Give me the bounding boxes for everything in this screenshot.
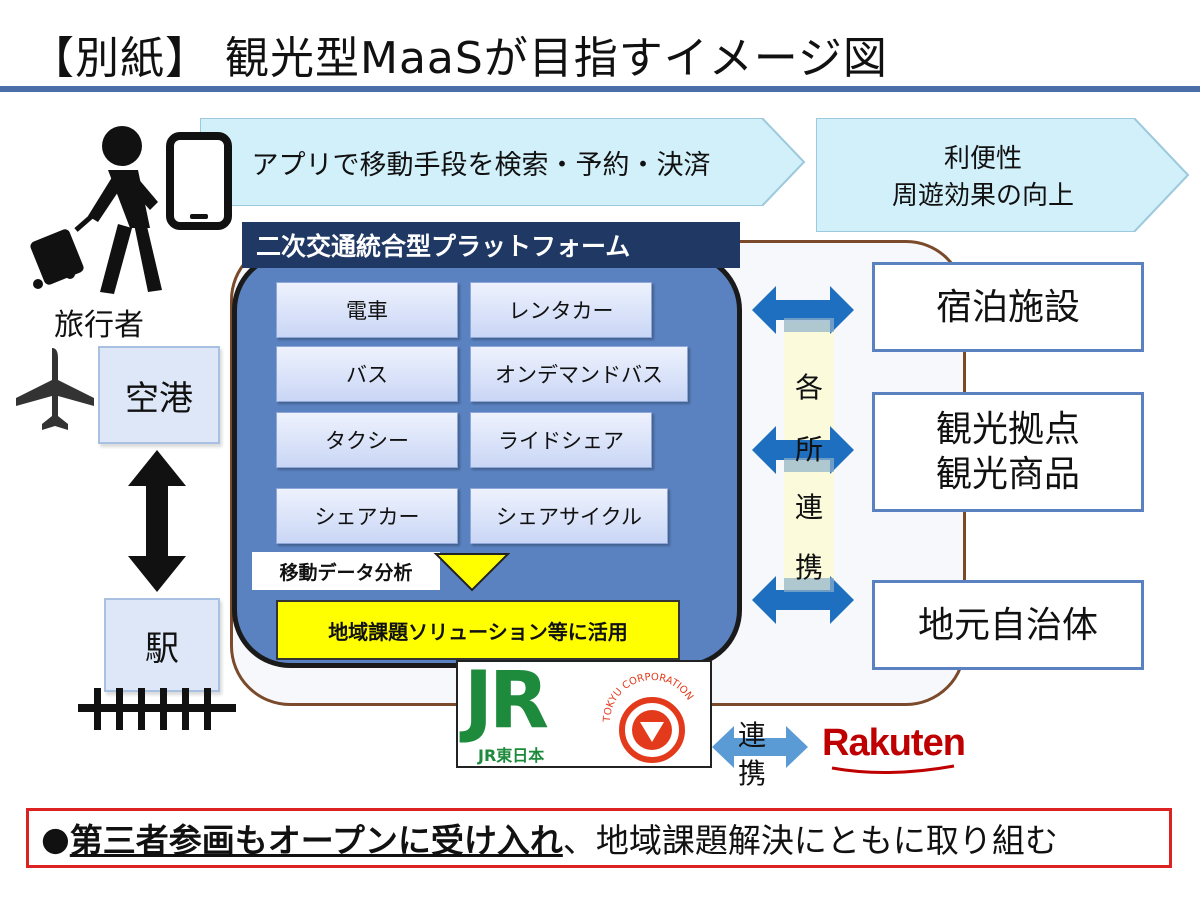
footer-rest: 、地域課題解決にともに取り組む [562, 821, 1058, 860]
municipality-box: 地元自治体 [872, 580, 1144, 670]
tokyu-logo: TOKYU CORPORATION [602, 672, 695, 763]
title-divider [0, 86, 1200, 92]
mode-ride-share: ライドシェア [470, 412, 652, 468]
smartphone-icon [166, 132, 232, 230]
cooperation-char-4: 携 [794, 551, 823, 584]
mode-train: 電車 [276, 282, 458, 338]
airport-box: 空港 [98, 346, 220, 444]
search-banner: アプリで移動手段を検索・予約・決済 [200, 118, 806, 206]
benefit-line-2: 周遊効果の向上 [891, 181, 1074, 211]
page-title: 【別紙】 観光型MaaSが目指すイメージ図 [30, 33, 888, 84]
railway-track-icon [78, 688, 236, 730]
partner-link-char-1: 連 [738, 719, 767, 752]
partner-link-char-2: 携 [738, 757, 767, 790]
banner-arrow-shape [816, 118, 1190, 232]
traveler-icon [30, 126, 162, 294]
cooperation-char-1: 各 [794, 371, 823, 404]
movement-data-analysis-label: 移動データ分析 [252, 552, 440, 590]
jr-mark: JR [464, 656, 549, 746]
footer-bullet: ● [41, 818, 70, 858]
traveler-label: 旅行者 [54, 308, 144, 343]
lodging-box: 宿泊施設 [872, 262, 1144, 352]
airport-station-double-arrow [128, 450, 186, 592]
analysis-down-triangle [433, 553, 511, 592]
footer-emphasis: 第三者参画もオープンに受け入れ [69, 821, 563, 860]
footer-statement: ● 第三者参画もオープンに受け入れ 、地域課題解決にともに取り組む [26, 808, 1172, 868]
mode-rental-car: レンタカー [470, 282, 652, 338]
operator-logo-box: JR JR東日本 TOKYU CORPORATION [456, 656, 712, 768]
station-box: 駅 [104, 598, 220, 692]
tourism-line-2: 観光商品 [935, 454, 1080, 495]
banner-arrow-shape [200, 118, 806, 206]
tourism-box: 観光拠点 観光商品 [872, 392, 1144, 512]
rakuten-logo: Rakuten [822, 722, 966, 764]
jr-east-name: JR東日本 [478, 746, 545, 765]
cooperation-char-2: 所 [794, 433, 823, 466]
regional-solution-box: 地域課題ソリューション等に活用 [276, 600, 680, 660]
partner-link-arrow [712, 726, 808, 768]
cooperation-char-3: 連 [794, 491, 823, 524]
tourism-line-1: 観光拠点 [935, 409, 1080, 450]
cooperation-arrows [752, 286, 854, 624]
benefit-banner: 利便性 周遊効果の向上 [816, 118, 1190, 232]
platform-heading: 二次交通統合型プラットフォーム [242, 222, 740, 268]
airplane-icon [16, 348, 94, 430]
mode-taxi: タクシー [276, 412, 458, 468]
search-banner-text: アプリで移動手段を検索・予約・決済 [251, 149, 711, 181]
rakuten-swoosh [831, 764, 955, 775]
mode-on-demand-bus: オンデマンドバス [470, 346, 688, 402]
benefit-line-1: 利便性 [943, 144, 1022, 174]
mode-bus: バス [276, 346, 458, 402]
mode-cycle-share: シェアサイクル [470, 488, 668, 544]
mode-car-share: シェアカー [276, 488, 458, 544]
